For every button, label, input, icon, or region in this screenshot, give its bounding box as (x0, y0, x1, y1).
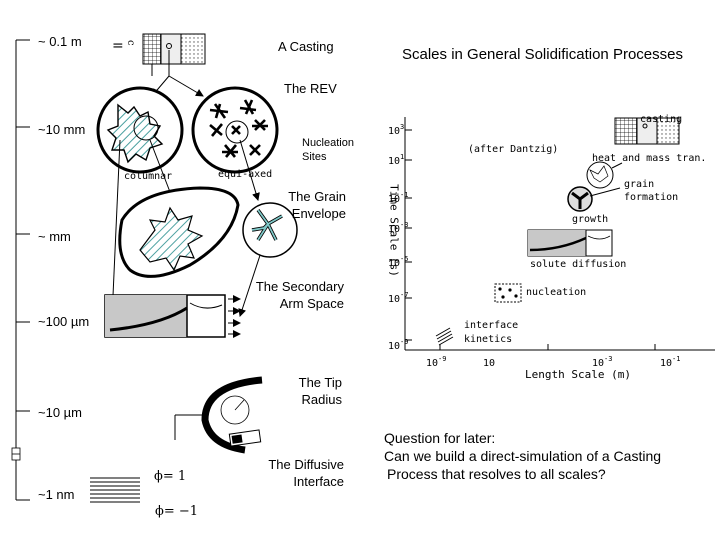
secondary-arm-box (104, 294, 241, 338)
svg-text:=: = (112, 38, 124, 54)
casting-label: A Casting (278, 39, 334, 54)
x-tick: 10-3 (592, 355, 613, 369)
scale-label-100um: ~100 µm (38, 314, 90, 329)
grain-envelope-label-2: Envelope (291, 206, 346, 221)
nucleation-sites-label-2: Sites (302, 151, 327, 163)
dendrite-tip (174, 376, 263, 454)
chart-axes (404, 117, 715, 351)
scale-label-10mm: ~10 mm (38, 122, 86, 137)
svg-text:c: c (125, 40, 136, 46)
equiaxed-label: equi-axed (218, 169, 273, 180)
chart-heat-icon (586, 161, 623, 189)
scale-bracket (11, 39, 30, 501)
chart-source-note: (after Dantzig) (468, 144, 559, 155)
atomic-interface (90, 477, 140, 503)
chart-casting-icon (614, 117, 680, 145)
y-tick: 10-5 (388, 255, 409, 269)
chart-xlabel: Length Scale (m) (525, 368, 631, 381)
scale-label-1nm: ~1 nm (38, 487, 75, 502)
region-growth-label: growth (572, 214, 609, 225)
y-tick: 101 (388, 153, 405, 167)
rev-columnar-circle (96, 86, 184, 174)
region-interface-label-1: interface (464, 320, 519, 331)
tip-radius-label-1: The Tip (298, 375, 342, 390)
scale-label-mm: ~ mm (38, 229, 71, 244)
region-grain-label-1: grain (624, 179, 655, 190)
tip-radius-label-2: Radius (301, 392, 342, 407)
y-tick: 10-9 (388, 338, 409, 352)
columnar-label: columnar (124, 171, 173, 182)
scale-label-10um: ~10 µm (38, 405, 82, 420)
x-tick: 10 (483, 358, 496, 369)
chart-nucleation-icon (494, 283, 522, 303)
chart-interface-icon (435, 327, 454, 346)
chart-growth-icon (527, 229, 613, 257)
region-interface-label-2: kinetics (464, 334, 513, 345)
grain-envelope-columnar (118, 186, 240, 278)
region-grain-label-2: formation (624, 192, 679, 203)
y-tick: 103 (388, 123, 405, 137)
question-line-1: Question for later: (384, 430, 496, 446)
secondary-arm-label-1: The Secondary (255, 279, 344, 294)
region-heat-label: heat and mass tran. (592, 153, 707, 164)
question-line-2: Can we build a direct-simulation of a Ca… (384, 448, 662, 464)
rev-equiaxed-circle (191, 86, 279, 174)
slide-title: Scales in General Solidification Process… (402, 46, 683, 63)
x-tick: 10-9 (426, 355, 447, 369)
scale-label-01m: ~ 0.1 m (38, 34, 82, 49)
region-casting-label: casting (640, 114, 683, 125)
y-tick: 10-1 (388, 191, 409, 205)
region-solute-label: solute diffusion (530, 259, 627, 270)
y-tick: 10-7 (388, 291, 409, 305)
grain-envelope-equiaxed (242, 202, 298, 258)
rev-label: The REV (284, 81, 337, 96)
chart-grain-icon (567, 186, 621, 212)
phi-minus-one-label: ϕ= −1 (155, 504, 199, 519)
grain-envelope-label-1: The Grain (288, 189, 346, 204)
x-tick: 10-1 (660, 355, 681, 369)
diffusive-label-2: Interface (293, 474, 344, 489)
region-nucleation-label: nucleation (526, 287, 587, 298)
nucleation-sites-label-1: Nucleation (302, 137, 354, 149)
secondary-arm-label-2: Arm Space (279, 296, 344, 311)
phi-one-label: ϕ= 1 (154, 469, 187, 484)
casting-image: = c (112, 33, 206, 97)
diffusive-label-1: The Diffusive (268, 457, 344, 472)
y-tick: 10-3 (388, 221, 409, 235)
question-line-3: Process that resolves to all scales? (387, 466, 606, 482)
